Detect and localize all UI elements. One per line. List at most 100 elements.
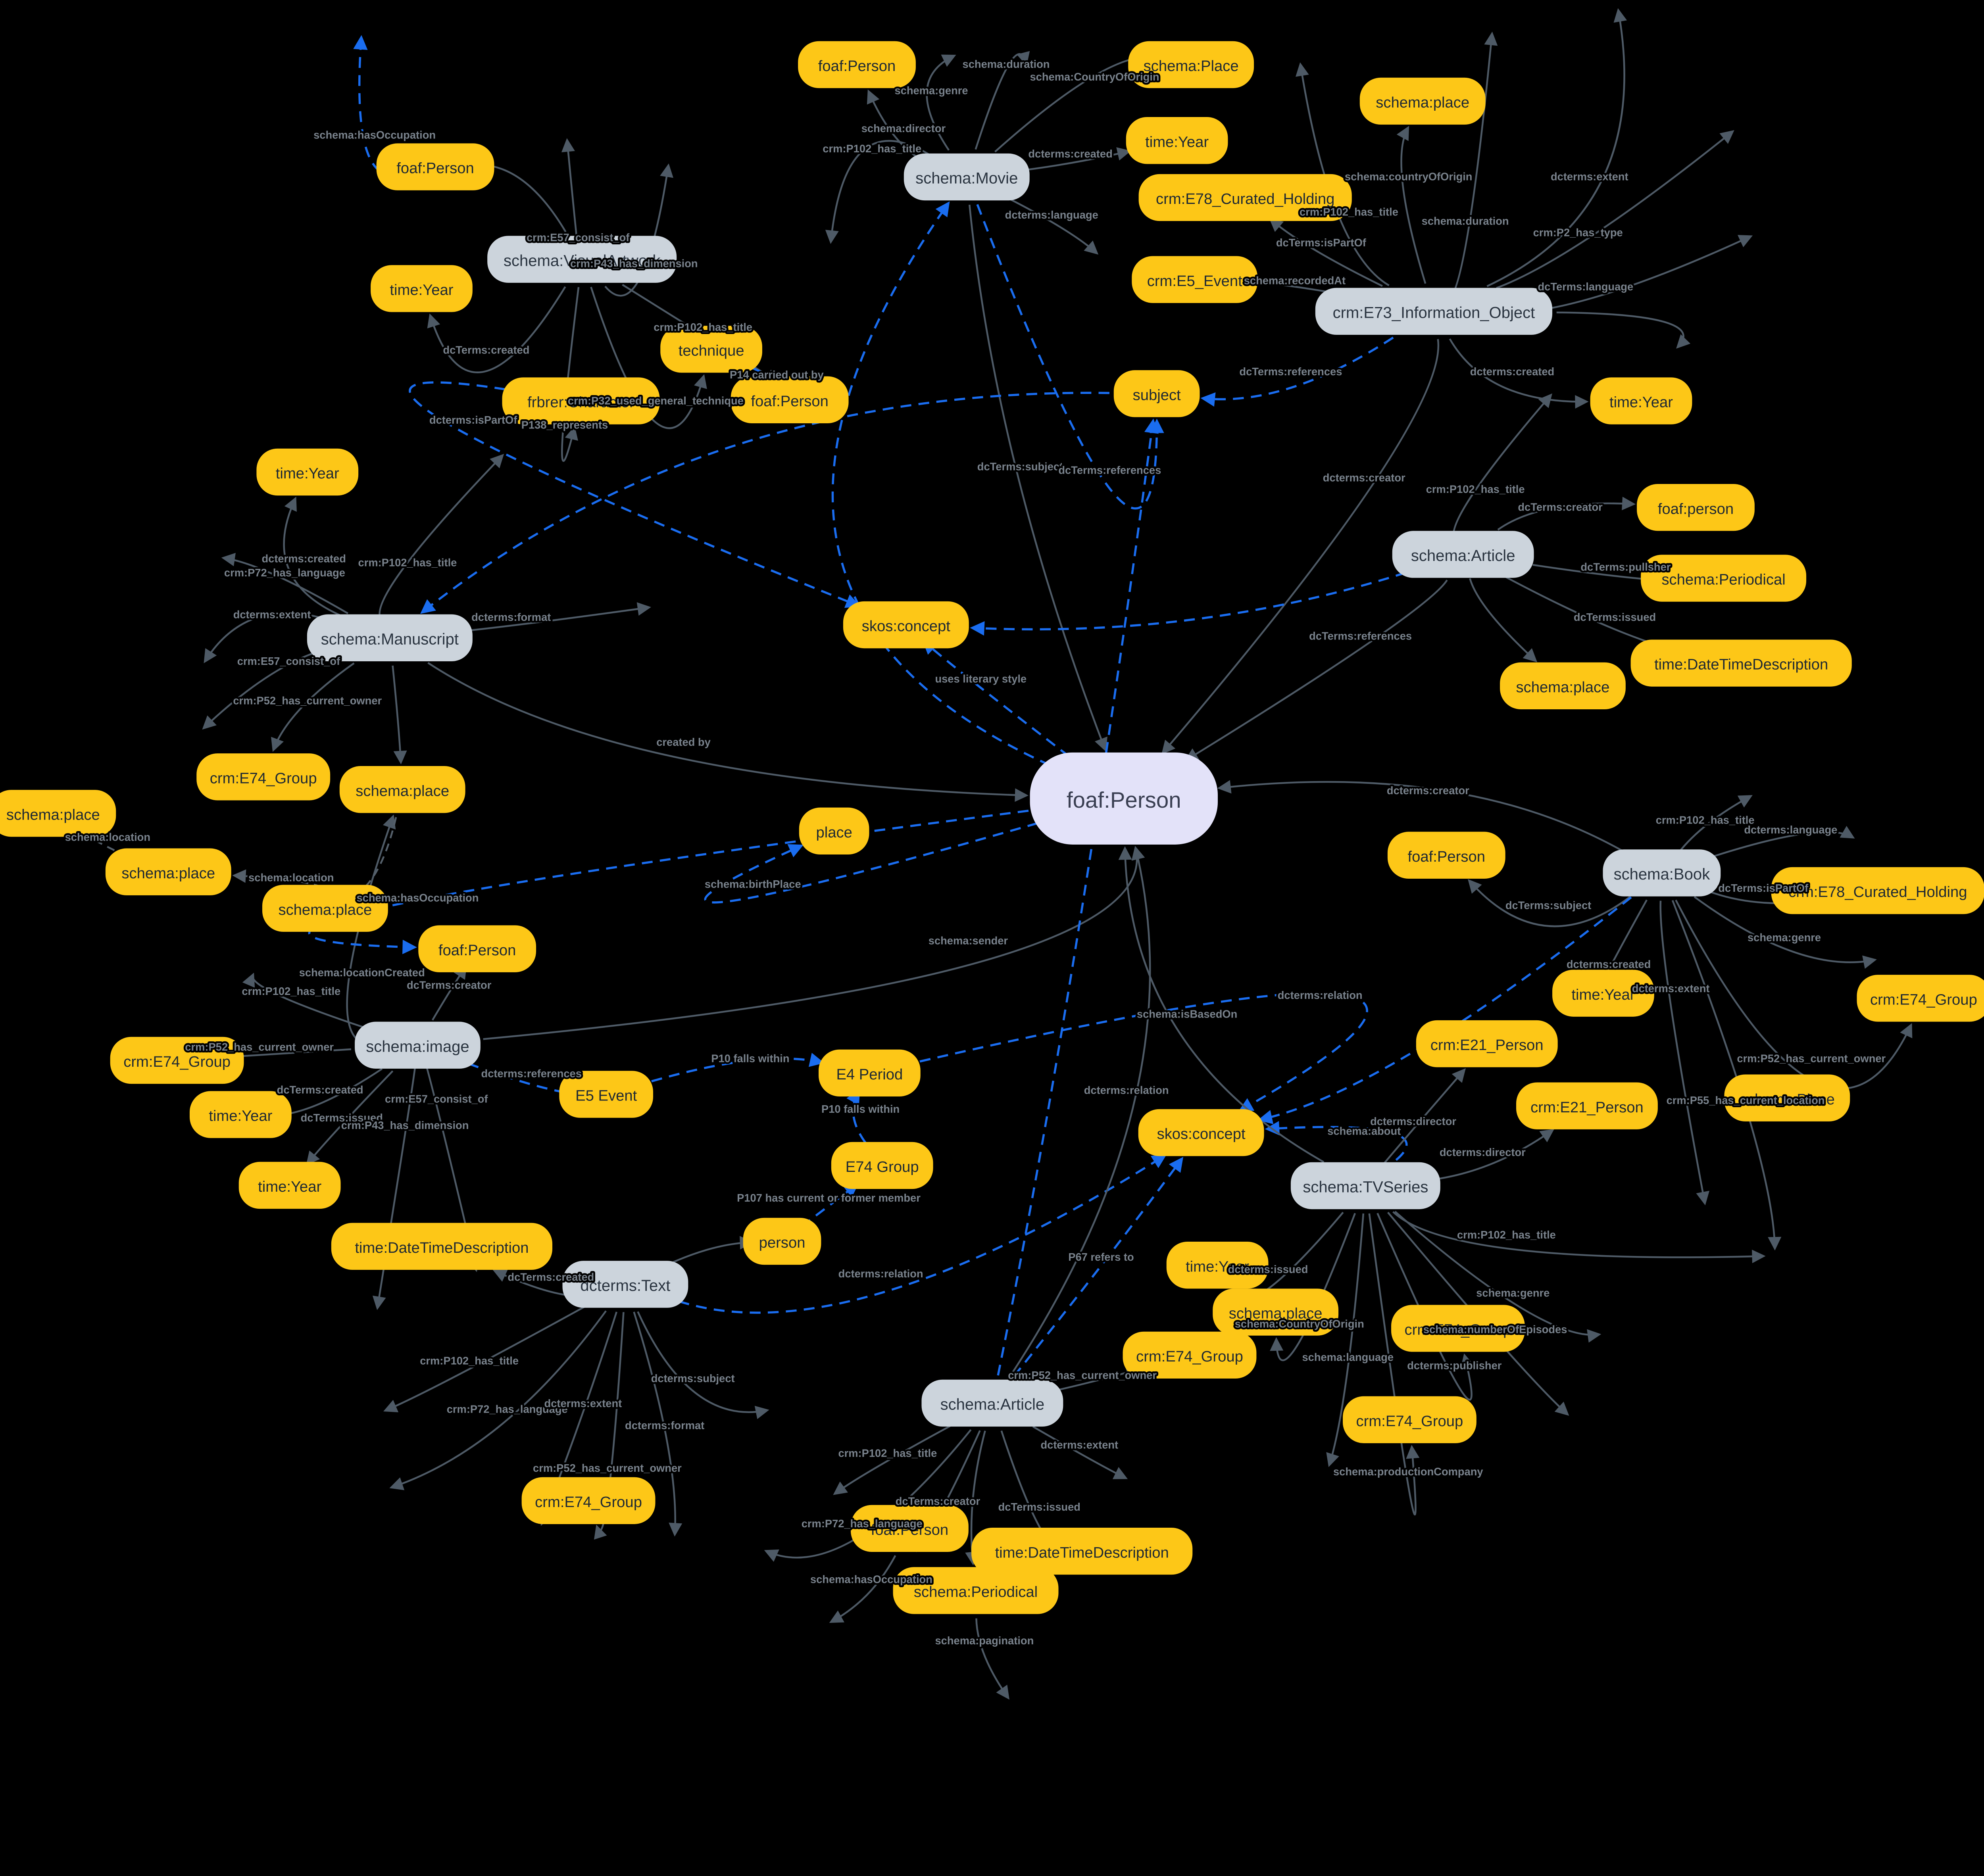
attribute-node-shape[interactable]	[339, 766, 465, 813]
class-node-shape[interactable]	[307, 614, 473, 661]
attribute-node-shape[interactable]	[521, 1477, 656, 1524]
node-e78_movie[interactable]: crm:E78_Curated_Holding	[1138, 174, 1352, 221]
node-dtd_b[interactable]: time:DateTimeDescription	[971, 1528, 1193, 1575]
attribute-node-shape[interactable]	[799, 807, 869, 855]
attribute-node-shape[interactable]	[731, 376, 849, 424]
attribute-node-shape[interactable]	[1516, 1082, 1658, 1129]
node-skos_tv[interactable]: skos:concept	[1138, 1109, 1264, 1156]
attribute-node-shape[interactable]	[743, 1217, 821, 1265]
attribute-node-shape[interactable]	[1138, 174, 1352, 221]
attribute-node-shape[interactable]	[1126, 117, 1228, 164]
node-e4period[interactable]: E4 Period	[819, 1049, 921, 1097]
node-year_book[interactable]: time:Year	[1552, 970, 1654, 1017]
node-place_l1[interactable]: schema:place	[0, 790, 116, 837]
node-place_art_r[interactable]: schema:place	[1500, 662, 1626, 710]
attribute-node-shape[interactable]	[1113, 370, 1200, 417]
node-e78_book[interactable]: crm:E78_Curated_Holding	[1771, 867, 1984, 914]
class-node-shape[interactable]	[1315, 288, 1553, 335]
node-year_ms[interactable]: time:Year	[256, 448, 359, 496]
attribute-node-shape[interactable]	[893, 1567, 1059, 1614]
node-periodical_r[interactable]: schema:Periodical	[1641, 555, 1807, 602]
attribute-node-shape[interactable]	[831, 1142, 933, 1189]
node-place_movie[interactable]: schema:Place	[1128, 41, 1254, 88]
attribute-node-shape[interactable]	[189, 1091, 292, 1138]
attribute-node-shape[interactable]	[1138, 1109, 1264, 1156]
node-e5event_r[interactable]: crm:E5_Event	[1132, 256, 1258, 303]
attribute-node-shape[interactable]	[110, 1037, 244, 1084]
attribute-node-shape[interactable]	[559, 1071, 654, 1118]
node-person_book[interactable]: foaf:Person	[1387, 831, 1505, 879]
attribute-node-shape[interactable]	[1552, 970, 1654, 1017]
attribute-node-shape[interactable]	[851, 1505, 969, 1552]
node-periodical_b[interactable]: schema:Periodical	[893, 1567, 1059, 1614]
node-person_center[interactable]: foaf:Person	[1030, 752, 1218, 845]
node-e74_art_b[interactable]: crm:E74_Group	[1123, 1331, 1257, 1379]
attribute-node-shape[interactable]	[1500, 662, 1626, 710]
attribute-node-shape[interactable]	[1343, 1396, 1476, 1444]
node-year_va[interactable]: time:Year	[371, 265, 473, 312]
node-e5event_l[interactable]: E5 Event	[559, 1071, 654, 1118]
node-place_tr[interactable]: schema:place	[1359, 77, 1486, 125]
attribute-node-shape[interactable]	[1391, 1305, 1525, 1352]
node-e74group_c[interactable]: E74 Group	[831, 1142, 933, 1189]
attribute-node-shape[interactable]	[418, 925, 536, 972]
node-person_b[interactable]: foaf:Person	[851, 1505, 969, 1552]
attribute-node-shape[interactable]	[1213, 1288, 1339, 1336]
attribute-node-shape[interactable]	[105, 848, 231, 895]
node-person_c[interactable]: person	[743, 1217, 821, 1265]
attribute-node-shape[interactable]	[376, 143, 494, 190]
node-person_img[interactable]: foaf:Person	[418, 925, 536, 972]
attribute-node-shape[interactable]	[660, 326, 762, 373]
node-technique[interactable]: technique	[660, 326, 762, 373]
node-e74_tv2[interactable]: crm:E74_Group	[1343, 1396, 1476, 1444]
node-year_e73r[interactable]: time:Year	[1590, 377, 1692, 424]
class-node-shape[interactable]	[487, 236, 677, 283]
node-text[interactable]: dcterms:Text	[562, 1261, 688, 1308]
attribute-node-shape[interactable]	[1416, 1020, 1558, 1068]
attribute-node-shape[interactable]	[1771, 867, 1984, 914]
node-e21_a[interactable]: crm:E21_Person	[1416, 1020, 1558, 1068]
node-character[interactable]: frbrer:Character	[502, 377, 660, 424]
node-article_r[interactable]: schema:Article	[1392, 531, 1534, 578]
node-manuscript[interactable]: schema:Manuscript	[307, 614, 473, 661]
node-e74_text[interactable]: crm:E74_Group	[521, 1477, 656, 1524]
attribute-node-shape[interactable]	[1630, 639, 1852, 687]
attribute-node-shape[interactable]	[1128, 41, 1254, 88]
attribute-node-shape[interactable]	[1637, 484, 1755, 531]
class-node-shape[interactable]	[562, 1261, 688, 1308]
node-va[interactable]: schema:VisualArtwork	[487, 236, 677, 283]
node-e74_tv1[interactable]: crm:E74_Group	[1391, 1305, 1525, 1352]
attribute-node-shape[interactable]	[798, 41, 916, 88]
node-movie[interactable]: schema:Movie	[904, 153, 1030, 201]
node-person_art_r[interactable]: foaf:person	[1637, 484, 1755, 531]
attribute-node-shape[interactable]	[1123, 1331, 1257, 1379]
attribute-node-shape[interactable]	[502, 377, 660, 424]
node-e74_ms[interactable]: crm:E74_Group	[196, 753, 331, 801]
class-node-shape[interactable]	[921, 1379, 1063, 1427]
node-e21_b[interactable]: crm:E21_Person	[1516, 1082, 1658, 1129]
center-node-shape[interactable]	[1030, 752, 1218, 845]
node-place_l2[interactable]: schema:place	[105, 848, 231, 895]
node-dtd_r[interactable]: time:DateTimeDescription	[1630, 639, 1852, 687]
node-dtd_l[interactable]: time:DateTimeDescription	[331, 1223, 553, 1270]
attribute-node-shape[interactable]	[1359, 77, 1486, 125]
node-skos_c[interactable]: skos:concept	[843, 601, 969, 649]
attribute-node-shape[interactable]	[819, 1049, 921, 1097]
node-place_c[interactable]: place	[799, 807, 869, 855]
node-place_ms[interactable]: schema:place	[339, 766, 465, 813]
node-place_tv[interactable]: schema:place	[1213, 1288, 1339, 1336]
attribute-node-shape[interactable]	[331, 1223, 553, 1270]
attribute-node-shape[interactable]	[971, 1528, 1193, 1575]
node-place_l3[interactable]: schema:place	[262, 885, 388, 932]
attribute-node-shape[interactable]	[1724, 1074, 1850, 1121]
class-node-shape[interactable]	[1392, 531, 1534, 578]
node-year_img1[interactable]: time:Year	[189, 1091, 292, 1138]
attribute-node-shape[interactable]	[1641, 555, 1807, 602]
attribute-node-shape[interactable]	[256, 448, 359, 496]
node-year_movie[interactable]: time:Year	[1126, 117, 1228, 164]
attribute-node-shape[interactable]	[1132, 256, 1258, 303]
node-article_b[interactable]: schema:Article	[921, 1379, 1063, 1427]
attribute-node-shape[interactable]	[1590, 377, 1692, 424]
class-node-shape[interactable]	[904, 153, 1030, 201]
attribute-node-shape[interactable]	[0, 790, 116, 837]
